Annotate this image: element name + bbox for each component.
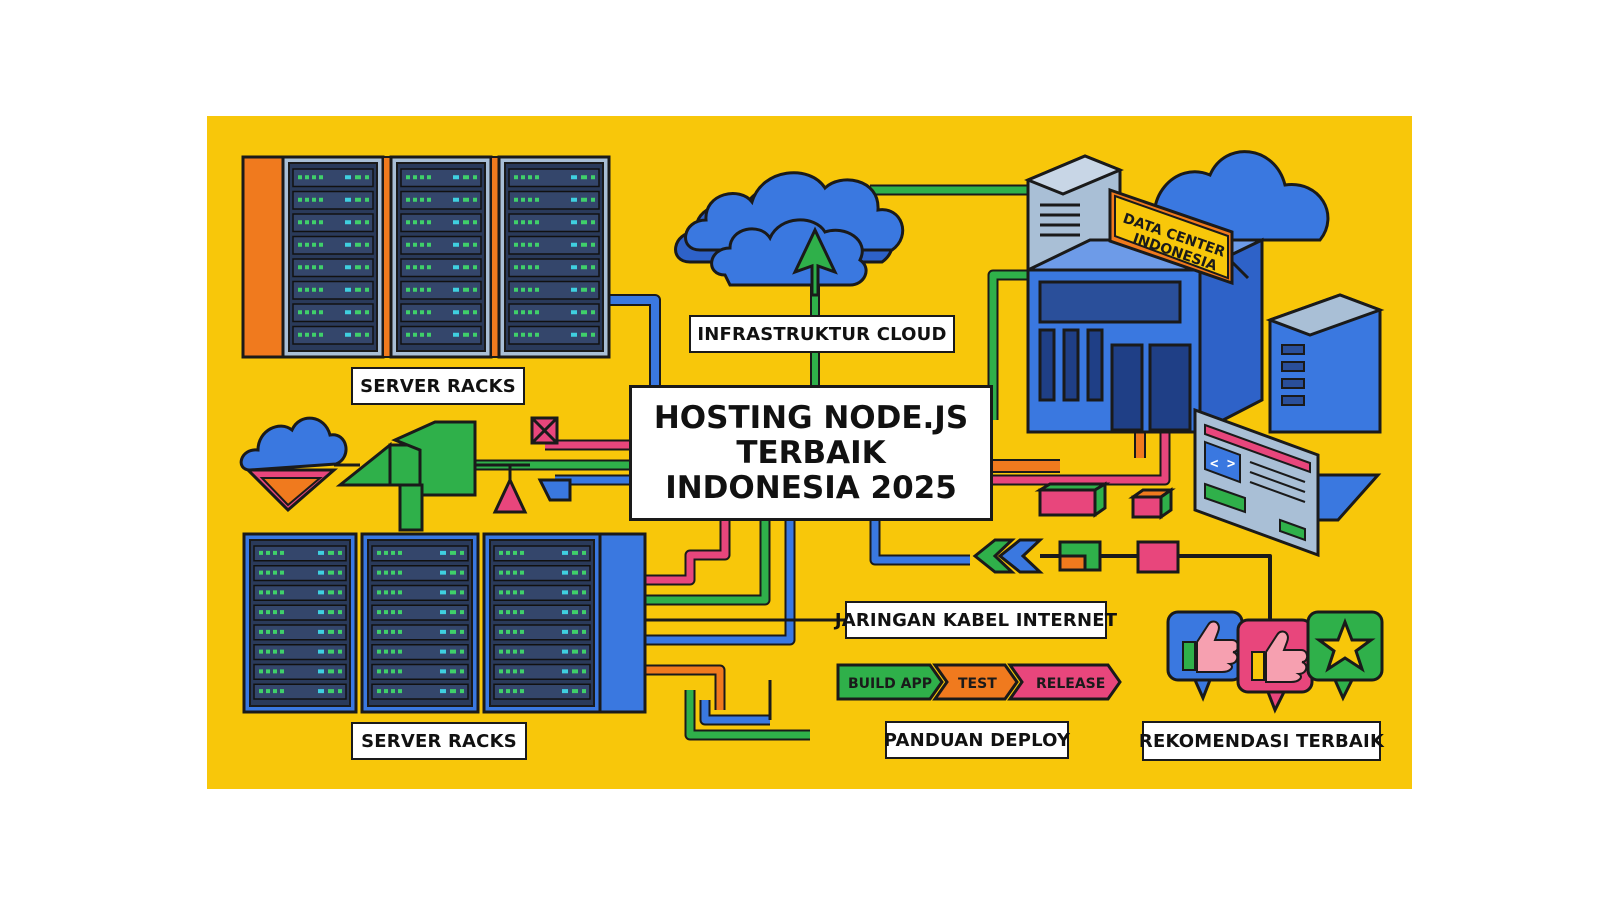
left-cloud-funnel-icon [239,416,360,513]
step-release: RELEASE [1007,663,1122,701]
title-line-3: INDONESIA 2025 [665,469,957,506]
svg-text:BUILD APP: BUILD APP [848,676,932,692]
svg-text:RELEASE: RELEASE [1036,676,1105,692]
arrow-up-icon [792,226,838,297]
deploy-steps: BUILD APP TEST RELEASE [836,663,1122,701]
network-blocks [972,481,1180,574]
network-cables [470,184,1272,741]
browser-window-icon: < > [1193,407,1382,558]
label-infrastruktur-cloud: INFRASTRUKTUR CLOUD [689,315,955,353]
label-panduan-deploy: PANDUAN DEPLOY [884,721,1070,759]
svg-text:TEST: TEST [958,676,997,692]
main-title: HOSTING NODE.JS TERBAIK INDONESIA 2025 [629,385,993,521]
label-server-racks-top: SERVER RACKS [351,367,525,405]
server-rack-icon [241,155,611,359]
label-server-racks-bottom: SERVER RACKS [351,722,527,760]
thumbs-up-icon [1236,618,1314,714]
title-line-2: TERBAIK [736,434,886,471]
label-jaringan-kabel: JARINGAN KABEL INTERNET [835,601,1117,639]
svg-text:< >: < > [1210,456,1235,472]
step-test: TEST [932,663,1019,701]
title-line-1: HOSTING NODE.JS [653,399,969,436]
label-rekomendasi-terbaik: REKOMENDASI TERBAIK [1139,721,1384,761]
recommendation-icons [1166,610,1384,714]
server-rack-icon [242,532,647,714]
thumbs-up-icon [1166,610,1244,702]
star-icon [1306,610,1384,702]
step-build-app: BUILD APP [836,663,944,701]
green-machine [335,416,572,532]
